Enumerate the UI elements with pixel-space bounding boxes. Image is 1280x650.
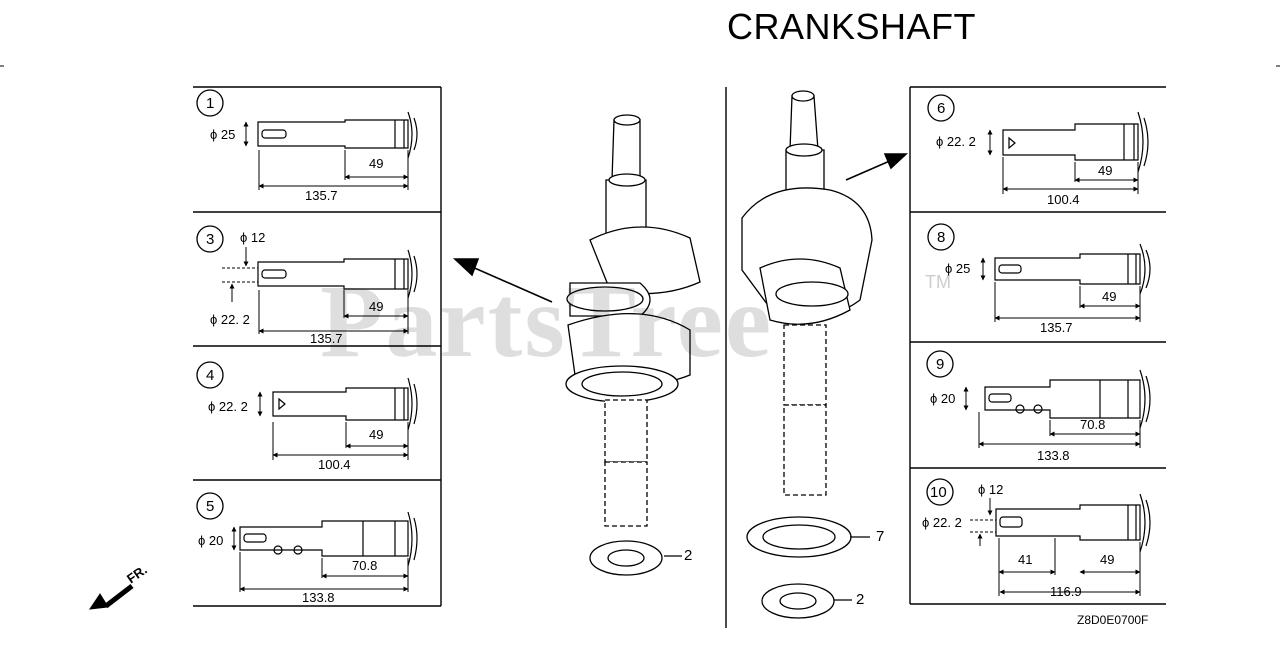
dimension-total: 135.7 (310, 331, 343, 346)
diameter-label: ϕ 20 (198, 533, 224, 548)
diameter-small-label: ϕ 12 (978, 482, 1004, 497)
panel-number: 5 (206, 498, 215, 515)
panel-number: 10 (930, 484, 947, 501)
dimension-short: 49 (369, 156, 384, 171)
diameter-label: ϕ 22. 2 (208, 399, 248, 414)
callout-gear: 7 (876, 528, 885, 545)
dimension-total: 116.9 (1050, 584, 1082, 599)
dimension-short: 49 (1102, 289, 1117, 304)
dimension-lines (222, 121, 1141, 596)
diagram-code: Z8D0E0700F (1077, 613, 1149, 627)
dimension-short: 49 (1098, 163, 1113, 178)
panel-frames (193, 86, 1166, 628)
diameter-label: ϕ 22. 2 (210, 312, 250, 327)
watermark-trademark: TM (925, 272, 951, 292)
shaft-end-drawings (239, 111, 1151, 567)
callout-washer-left: 2 (684, 547, 693, 564)
dimension-total: 135.7 (305, 188, 338, 203)
page-title: CRANKSHAFT (727, 6, 977, 47)
dimension-short: 49 (369, 299, 384, 314)
dimension-total: 133.8 (1037, 448, 1070, 463)
panel-number: 6 (937, 100, 946, 117)
panel-number: 9 (936, 356, 945, 373)
diameter-label: ϕ 20 (930, 391, 956, 406)
panel-number: 8 (937, 229, 946, 246)
dimension-short: 70.8 (1080, 417, 1106, 432)
diameter-label: ϕ 25 (945, 261, 971, 276)
diameter-label: ϕ 25 (210, 127, 236, 142)
pointer-arrows (88, 153, 909, 610)
panel-number: 1 (206, 95, 215, 112)
dimension-total: 135.7 (1040, 320, 1073, 335)
panel-number: 4 (206, 367, 215, 384)
diameter-label: ϕ 22. 2 (922, 515, 962, 530)
diameter-label: ϕ 22. 2 (936, 134, 976, 149)
panel-number-circles (196, 89, 955, 520)
diameter-small-label: ϕ 12 (240, 230, 266, 245)
dimension-short: 49 (369, 427, 384, 442)
dimension-mid: 41 (1018, 552, 1033, 567)
crankshaft-right-illustration (741, 90, 873, 619)
crankshaft-left-illustration (565, 114, 701, 576)
dimension-total: 100.4 (318, 457, 351, 472)
watermark: PartsTree (320, 264, 774, 379)
dimension-total: 133.8 (302, 590, 335, 605)
dimension-total: 100.4 (1047, 192, 1080, 207)
dimension-short: 49 (1100, 552, 1115, 567)
panel-number: 3 (206, 231, 215, 248)
dimension-short: 70.8 (352, 558, 378, 573)
callout-washer-right: 2 (856, 591, 865, 608)
